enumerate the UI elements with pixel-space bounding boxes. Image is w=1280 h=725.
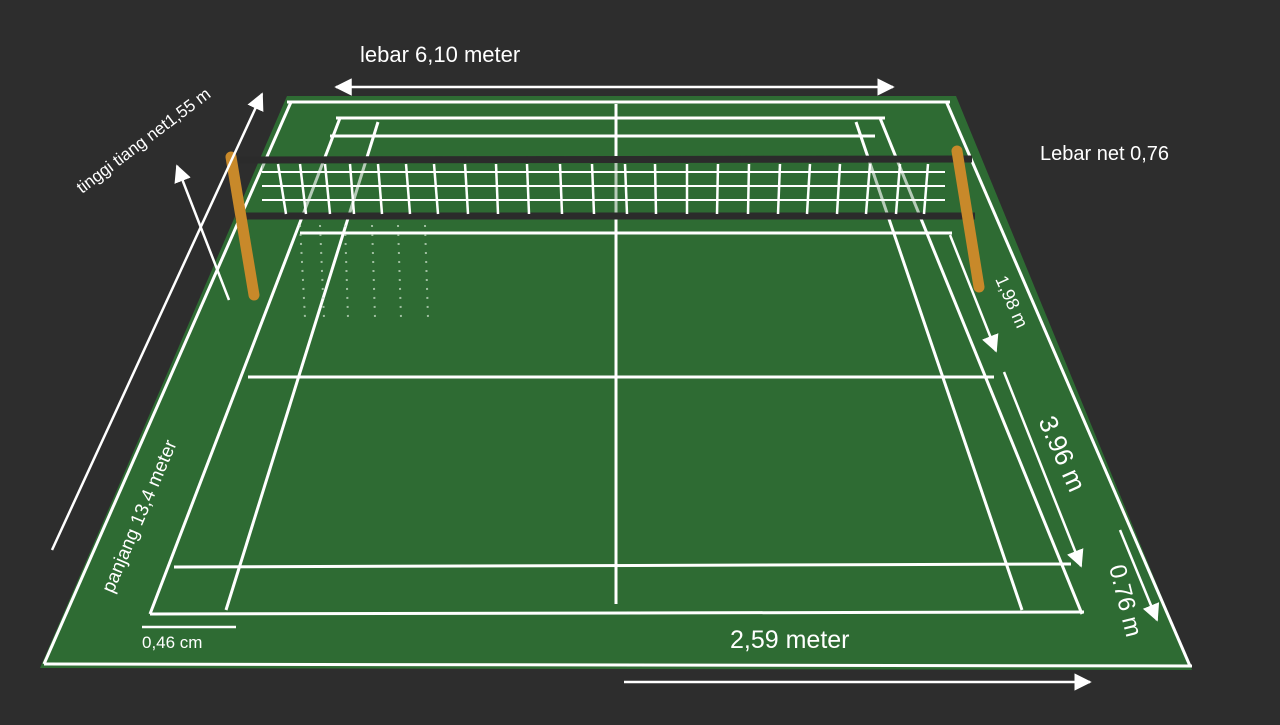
back-section-arrow <box>1118 529 1160 622</box>
pole-height-label: tinggi tiang net1,55 m <box>73 84 214 197</box>
line-width-label: 0,46 cm <box>142 633 202 652</box>
singles-right-line <box>854 121 1024 611</box>
outer-boundary-left <box>42 101 293 665</box>
net-pole-right <box>951 145 985 293</box>
bottom-width-label: 2,59 meter <box>730 626 850 654</box>
net-mesh-area <box>262 162 962 216</box>
net-shadow-dots <box>299 224 429 319</box>
net-horizontal-strings <box>262 171 945 201</box>
short-service-arrow <box>948 234 999 353</box>
outer-boundary-right <box>944 100 1192 667</box>
outer-boundary-bottom <box>43 662 1193 668</box>
near-back-line <box>149 610 1085 616</box>
net-vertical-strings <box>276 163 930 215</box>
net <box>234 155 975 319</box>
pole-height-arrow <box>174 164 231 301</box>
net-pole-left <box>225 151 260 301</box>
court-lines <box>42 100 1193 668</box>
near-long-service-line <box>173 562 1072 569</box>
net-top-band <box>234 155 973 164</box>
length-arrow <box>50 92 264 551</box>
width-label: lebar 6,10 meter <box>360 42 520 67</box>
net-width-label: Lebar net 0,76 <box>1040 143 1169 165</box>
mid-section-arrow <box>1002 371 1084 568</box>
dimension-arrows <box>50 78 1160 691</box>
